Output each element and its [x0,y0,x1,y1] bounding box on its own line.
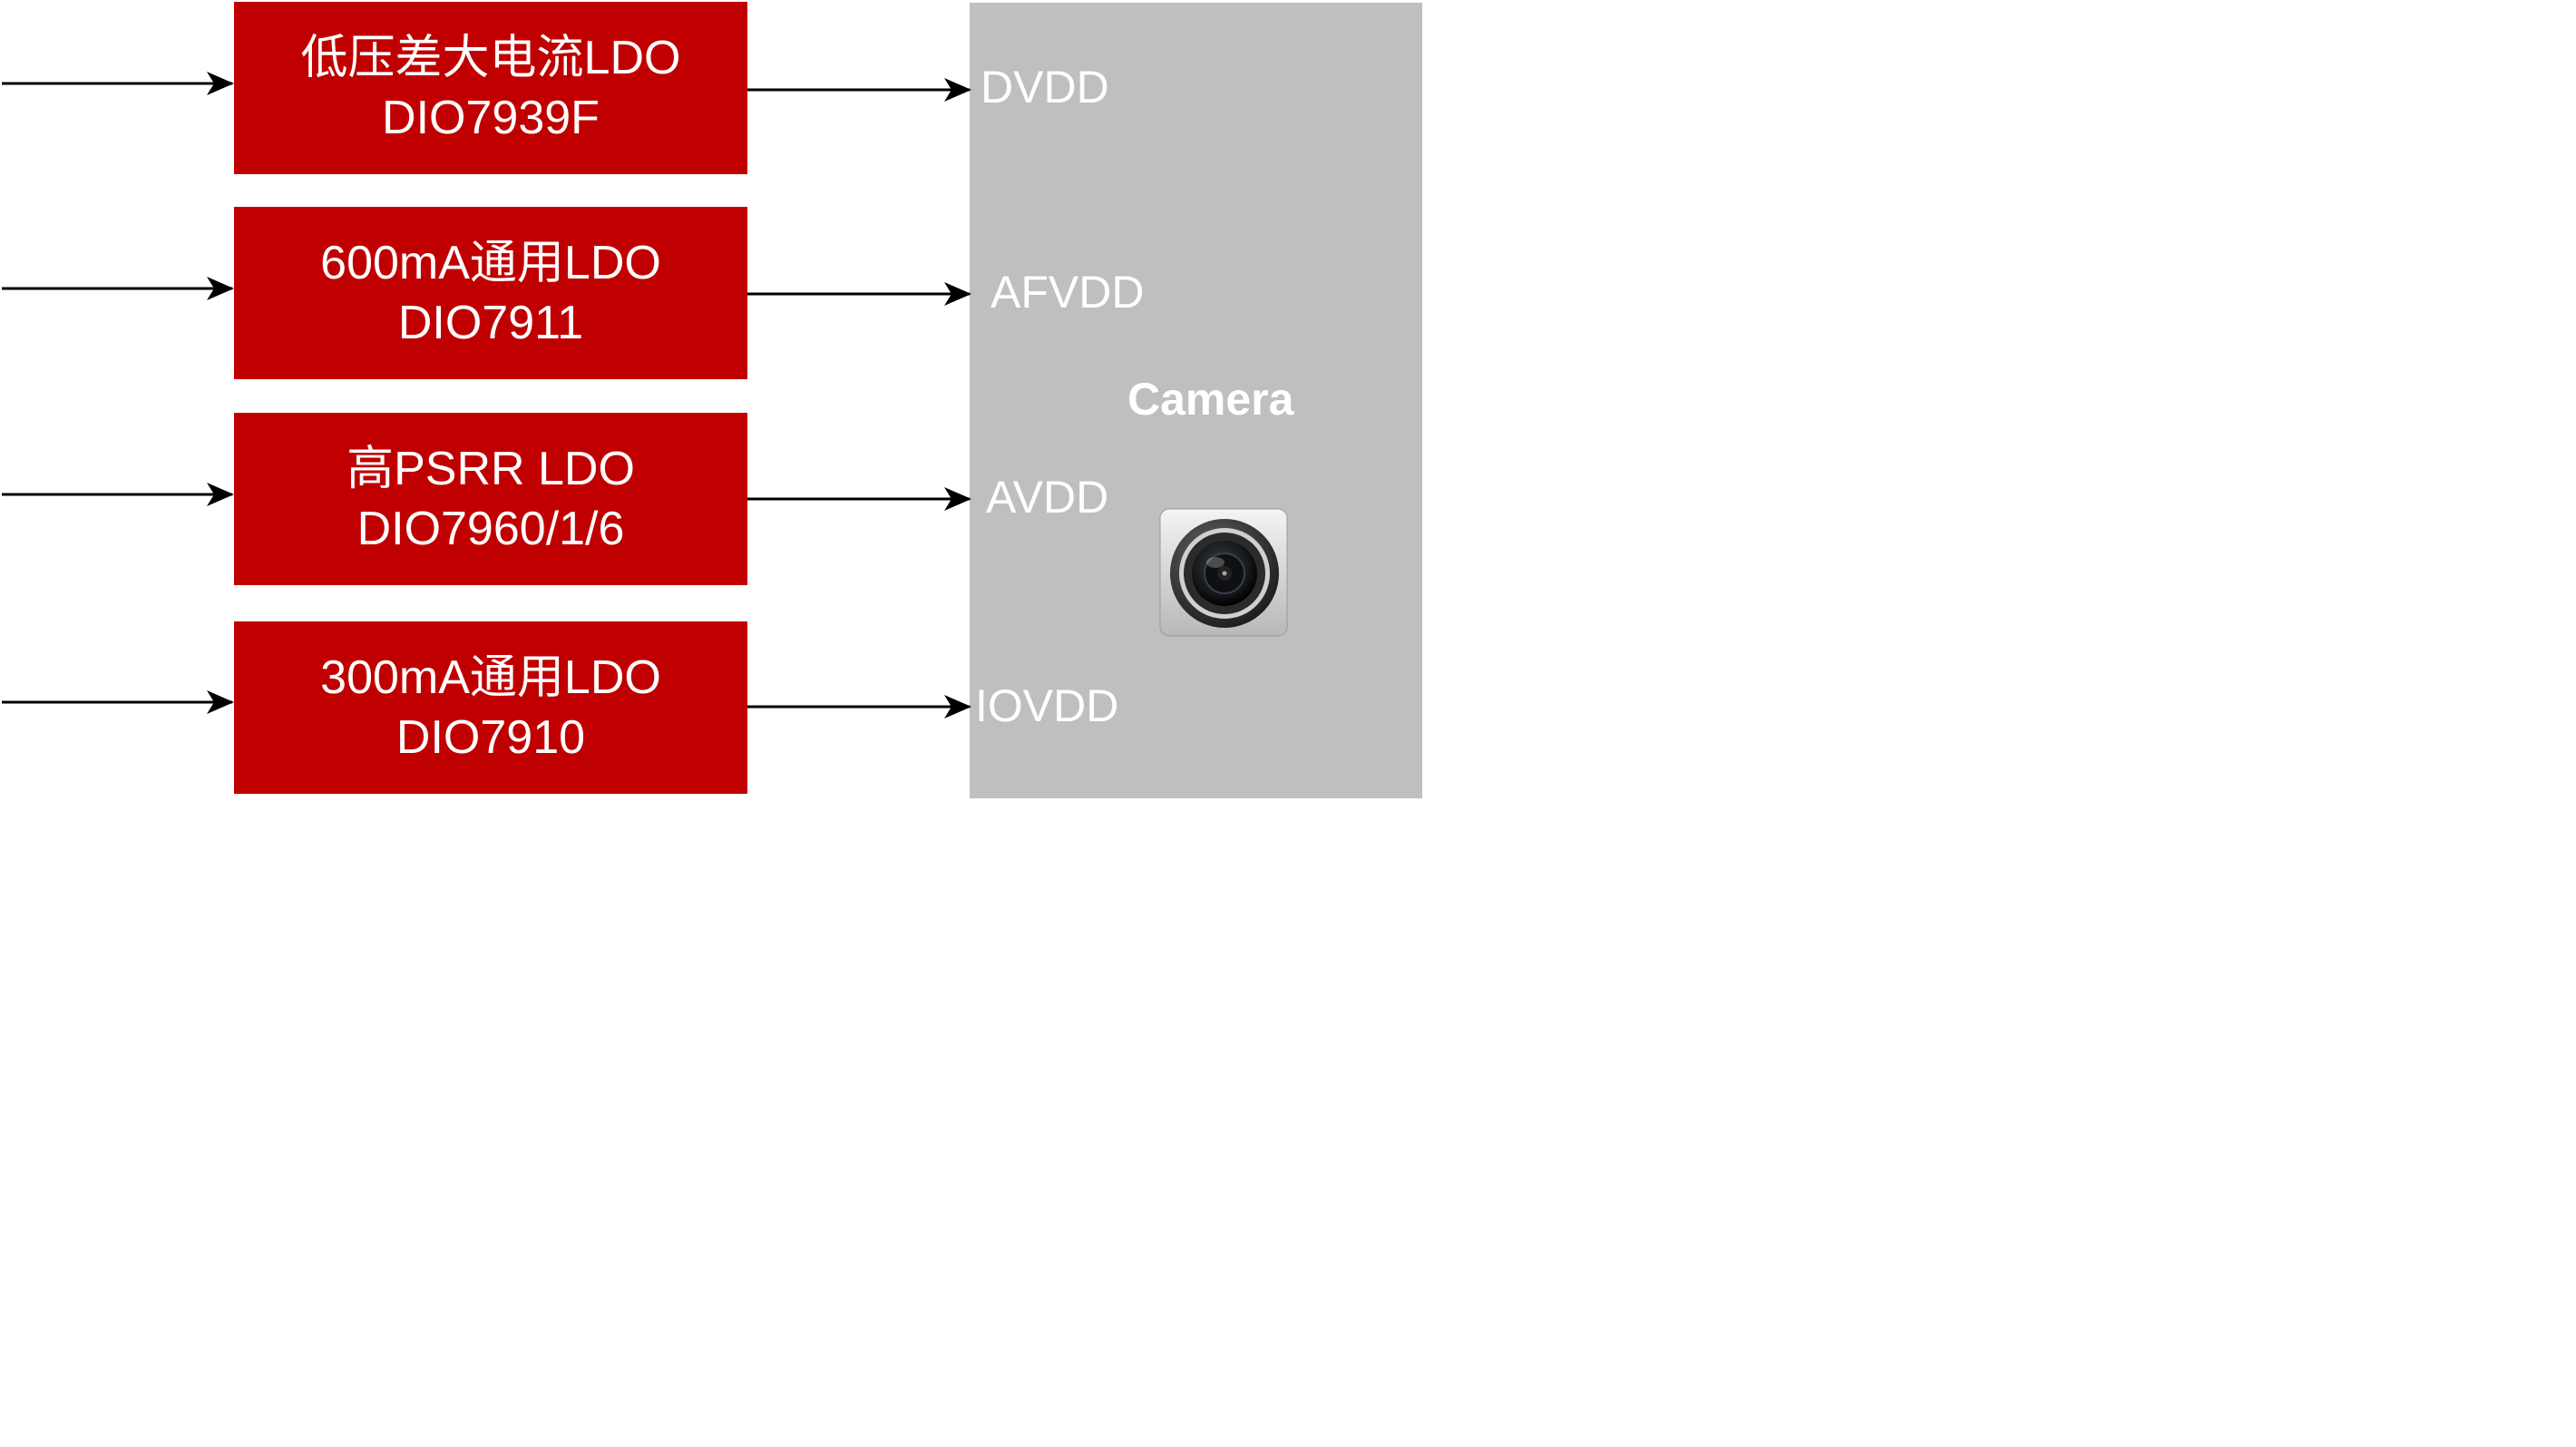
camera-panel [970,3,1422,798]
ldo-block-dvdd: 低压差大电流LDO DIO7939F [234,2,747,174]
rail-label-afvdd: AFVDD [990,267,1145,318]
camera-title: Camera [1127,374,1294,425]
ldo-block-afvdd: 600mA通用LDO DIO7911 [234,207,747,379]
ldo-type-label: 高PSRR LDO [346,443,635,495]
rail-label-avdd: AVDD [986,472,1109,523]
ldo-block-iovdd: 300mA通用LDO DIO7910 [234,621,747,794]
connection-arrows [2,72,971,719]
ldo-type-label: 600mA通用LDO [320,237,661,289]
rail-label-dvdd: DVDD [981,62,1109,112]
rail-label-iovdd: IOVDD [975,680,1119,731]
ldo-part-number: DIO7910 [395,711,586,764]
camera-lens-icon [1159,508,1288,637]
ldo-part-number: DIO7939F [382,92,600,144]
ldo-part-number: DIO7911 [397,297,584,349]
ldo-part-number: DIO7960/1/6 [356,503,625,555]
ldo-block-avdd: 高PSRR LDO DIO7960/1/6 [234,413,747,585]
ldo-type-label: 低压差大电流LDO [300,32,681,84]
ldo-type-label: 300mA通用LDO [320,651,661,704]
